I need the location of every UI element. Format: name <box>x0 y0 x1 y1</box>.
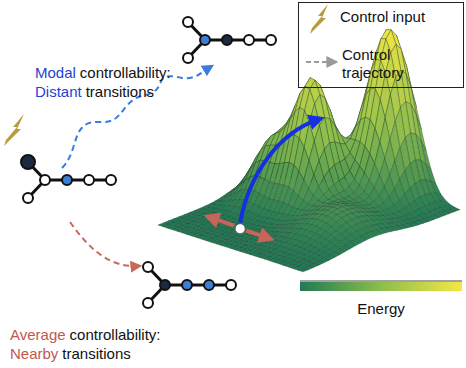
distant-arrow <box>240 119 320 223</box>
atom <box>106 175 116 185</box>
annotation-text: Average <box>10 326 66 344</box>
atom <box>204 280 214 290</box>
molecule <box>183 17 276 63</box>
atom <box>182 280 192 290</box>
nearby-arrow <box>246 231 270 239</box>
state-dot <box>235 224 245 234</box>
atom <box>143 298 153 308</box>
average-trajectory <box>70 222 140 266</box>
lightning-icon <box>310 4 328 34</box>
atom <box>23 193 33 203</box>
annotation-text: transitions <box>62 345 130 363</box>
atom <box>222 35 232 45</box>
annotation-text: controllability: <box>80 64 171 82</box>
surface-cell <box>298 268 308 272</box>
legend-text: Control trajectory <box>342 46 432 82</box>
colorbar-frame <box>300 281 462 282</box>
annotation-text: Distant <box>35 83 82 101</box>
atom <box>226 280 236 290</box>
molecule-graphs <box>21 17 276 308</box>
annotation-text: Nearby <box>10 345 58 363</box>
atom <box>183 53 193 63</box>
molecule <box>143 262 236 308</box>
atom <box>266 35 276 45</box>
modal-trajectory <box>62 66 212 168</box>
legend-text: Control input <box>340 8 458 26</box>
nearby-arrow <box>208 217 234 226</box>
annotation-text: controllability: <box>70 326 161 344</box>
atom <box>21 155 35 169</box>
dashed-arrow-sample <box>306 61 336 63</box>
colorbar <box>300 282 462 291</box>
colorbar-label: Energy <box>357 300 405 318</box>
atom <box>40 175 50 185</box>
atom <box>143 262 153 272</box>
atom <box>244 35 254 45</box>
molecule <box>21 155 116 203</box>
energy-surface <box>158 30 460 272</box>
annotation-text: Modal <box>35 64 76 82</box>
lightning-icon <box>4 114 24 146</box>
surface-arrows <box>208 119 320 239</box>
atom <box>62 175 72 185</box>
atom <box>183 17 193 27</box>
atom <box>84 175 94 185</box>
atom <box>200 35 210 45</box>
annotation-text: transitions <box>86 83 154 101</box>
atom <box>160 280 170 290</box>
